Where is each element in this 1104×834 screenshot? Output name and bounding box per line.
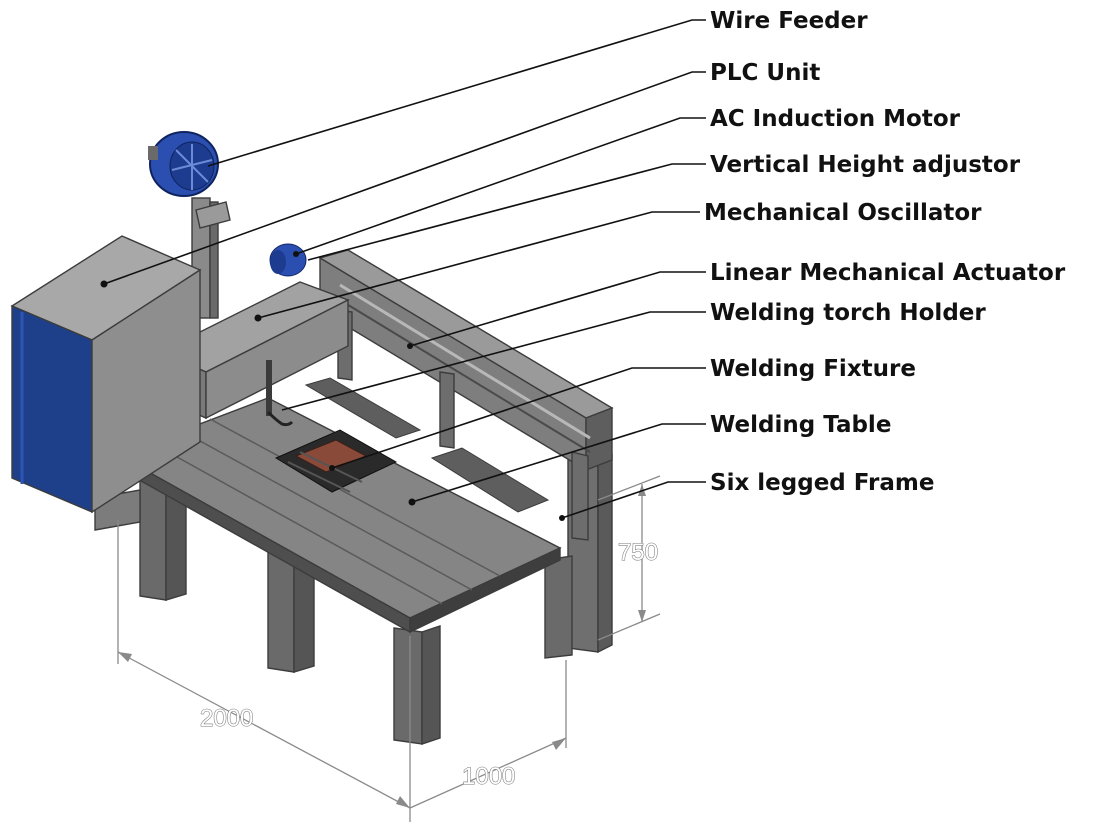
vertical-height-adjustor	[191, 197, 231, 319]
dim-label-length: 2000	[200, 705, 253, 732]
leader-wire-feeder	[207, 19, 706, 167]
dim-arrow	[118, 652, 132, 662]
ac-motor-face	[270, 250, 286, 274]
wire-spool-spoke	[171, 159, 213, 171]
callout-torch-holder: Welding torch Holder	[710, 300, 986, 326]
frame-leg-front-left	[139, 477, 167, 601]
table-plank-seam	[149, 441, 443, 605]
dim-label-height: 750	[618, 539, 658, 566]
callout-height-adjustor: Vertical Height adjustor	[710, 152, 1021, 178]
leader-dot	[329, 465, 335, 471]
wire-feeder	[148, 131, 219, 197]
leader-torch-holder	[281, 311, 706, 411]
leader-lines	[100, 19, 706, 521]
leader-height-adjustor	[307, 163, 706, 261]
frame-leg-front-middle	[267, 551, 295, 673]
torch-holder-rod	[266, 360, 272, 416]
dim-extension	[597, 475, 661, 501]
dim-arrow	[638, 610, 646, 622]
wire-spool-hub	[148, 146, 158, 160]
frame-leg-right-end	[544, 555, 573, 659]
callout-table: Welding Table	[710, 412, 891, 438]
callout-plc-unit: PLC Unit	[710, 60, 820, 86]
actuator-beam-end	[585, 406, 613, 472]
fixture-rib	[287, 461, 351, 493]
welding-fixture	[274, 429, 398, 493]
plc-cabinet-front	[11, 304, 93, 514]
table-plank-seam	[179, 429, 473, 591]
dim-line-width	[409, 737, 567, 809]
dim-line-length	[117, 651, 411, 809]
callout-labels: Wire Feeder PLC Unit AC Induction Motor …	[704, 8, 1066, 496]
dimensions: 2000 1000 750	[117, 475, 661, 822]
actuator-rail-lower	[339, 299, 591, 453]
leader-actuator	[409, 271, 706, 347]
callout-wire-feeder: Wire Feeder	[710, 8, 868, 34]
dim-arrow	[396, 796, 410, 808]
dim-label-width: 1000	[462, 763, 515, 790]
actuator-support-post	[439, 371, 455, 449]
plc-cabinet-door	[91, 268, 201, 514]
leader-plc-unit	[103, 71, 706, 285]
callout-frame: Six legged Frame	[710, 470, 934, 496]
welding-torch-holder	[266, 360, 294, 427]
welding-table	[116, 377, 562, 634]
frame-leg-front-right	[393, 627, 423, 745]
actuator-support-post	[571, 451, 589, 541]
frame-leg-front-right-side	[421, 625, 441, 745]
leader-table	[411, 423, 706, 503]
torch-nozzle	[266, 410, 294, 427]
callout-ac-motor: AC Induction Motor	[710, 106, 961, 132]
leader-dot	[559, 515, 565, 521]
leader-dot	[100, 280, 108, 288]
table-top-right-edge	[409, 546, 561, 634]
table-plank-seam	[209, 418, 501, 577]
plc-unit	[10, 235, 202, 514]
frame-leg-back-right-side	[597, 453, 613, 654]
table-slot	[430, 447, 550, 513]
table-slot	[304, 377, 422, 439]
callout-fixture: Welding Fixture	[710, 356, 916, 382]
callout-actuator: Linear Mechanical Actuator	[710, 260, 1066, 286]
dim-arrow	[552, 738, 566, 750]
leader-oscillator	[257, 211, 700, 319]
leader-ac-motor	[295, 117, 706, 255]
leader-dot	[293, 251, 299, 257]
leader-dot	[408, 498, 416, 506]
leader-frame	[561, 481, 706, 519]
dim-extension	[597, 613, 661, 641]
adjustor-clamp	[195, 201, 231, 229]
ac-induction-motor	[269, 243, 307, 277]
leader-dot	[254, 314, 262, 322]
leader-fixture	[331, 367, 706, 469]
oscillator-side	[205, 298, 349, 420]
leader-dot	[407, 343, 413, 349]
adjustor-post-side	[209, 201, 219, 319]
callout-oscillator: Mechanical Oscillator	[704, 200, 982, 226]
